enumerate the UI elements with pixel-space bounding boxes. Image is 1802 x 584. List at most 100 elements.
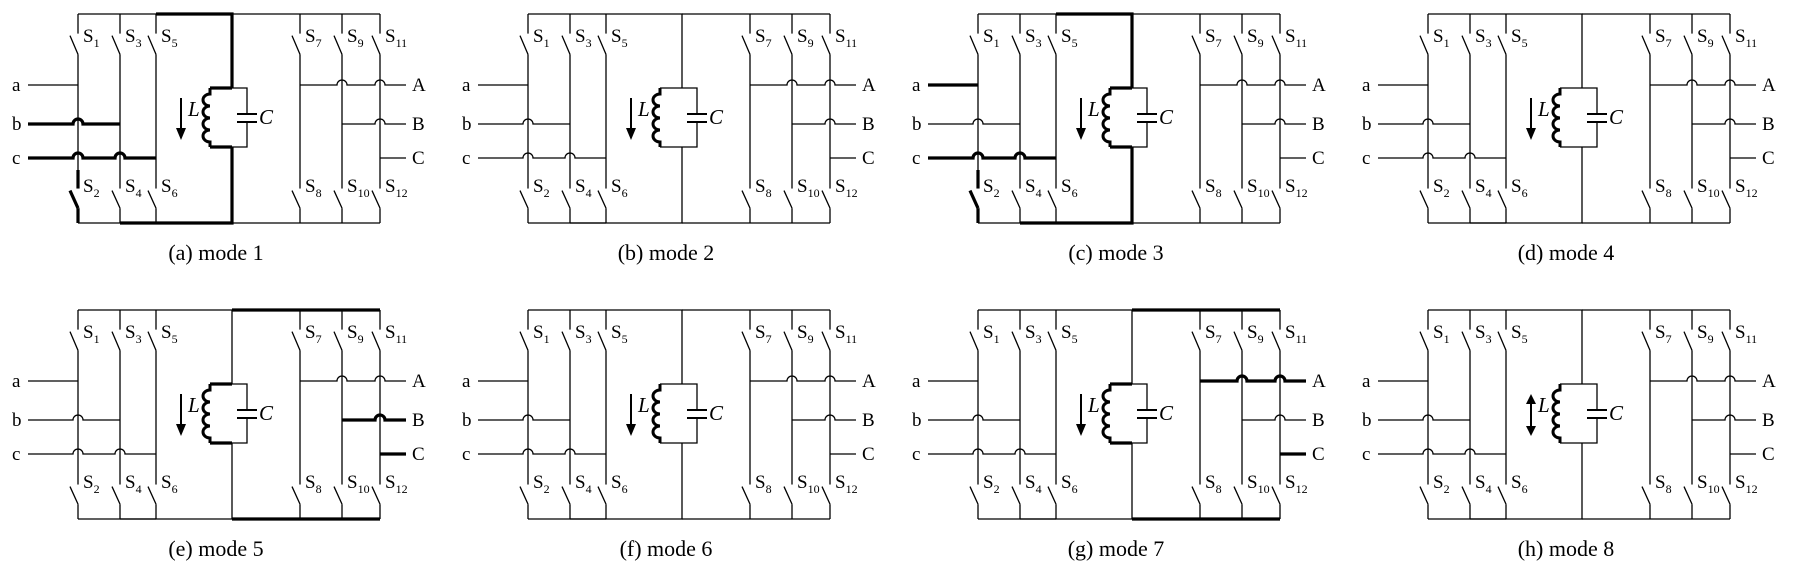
switch-label-s6: S6 <box>1061 176 1078 200</box>
inductor <box>1101 88 1112 147</box>
input-label-a: a <box>1362 371 1371 392</box>
switch-s12 <box>1271 486 1281 505</box>
switch-s5 <box>597 331 607 351</box>
switch-s4 <box>1461 190 1471 209</box>
output-label-B: B <box>862 410 875 431</box>
input-label-a: a <box>12 75 21 96</box>
switch-label-s5: S5 <box>1511 322 1528 346</box>
input-line-c <box>1378 448 1506 455</box>
output-line-B <box>792 118 856 125</box>
switch-label-s1: S1 <box>983 26 1000 50</box>
input-label-c: c <box>12 148 20 169</box>
switch-s2 <box>969 486 979 505</box>
switch-label-s3: S3 <box>125 322 142 346</box>
output-label-B: B <box>1312 114 1325 135</box>
switch-s12 <box>821 486 831 505</box>
input-line-b <box>928 118 1020 125</box>
output-label-A: A <box>1762 371 1776 392</box>
inductor-label: L <box>1087 97 1100 121</box>
capacitor-label: C <box>1159 105 1174 129</box>
capacitor-label: C <box>709 105 724 129</box>
input-label-a: a <box>912 75 921 96</box>
inductor <box>651 384 662 443</box>
input-label-b: b <box>912 410 922 431</box>
switch-label-s2: S2 <box>83 176 100 200</box>
inductor-label: L <box>1537 393 1550 417</box>
inductor <box>1101 384 1112 443</box>
switch-s1 <box>969 35 979 55</box>
switch-s12 <box>1271 190 1281 209</box>
switch-s5 <box>1497 331 1507 351</box>
switch-label-s10: S10 <box>347 176 370 200</box>
output-line-A <box>300 375 406 382</box>
switch-label-s9: S9 <box>1247 322 1264 346</box>
switch-s3 <box>561 35 571 55</box>
switch-s12 <box>371 190 381 209</box>
switch-s3 <box>111 35 121 55</box>
switch-s5 <box>147 331 157 351</box>
output-label-A: A <box>412 371 426 392</box>
switch-s8 <box>1641 190 1651 209</box>
output-label-B: B <box>412 410 425 431</box>
switch-s10 <box>333 190 343 209</box>
switch-label-s10: S10 <box>1247 176 1270 200</box>
output-label-C: C <box>412 148 425 169</box>
input-line-c <box>928 448 1056 455</box>
switch-s8 <box>741 190 751 209</box>
switch-s10 <box>1683 486 1693 505</box>
switch-label-s3: S3 <box>575 26 592 50</box>
output-label-A: A <box>1312 371 1326 392</box>
switch-label-s6: S6 <box>1511 472 1528 496</box>
switch-s7 <box>741 35 751 55</box>
switch-label-s12: S12 <box>1285 472 1308 496</box>
output-label-C: C <box>862 148 875 169</box>
switch-label-s3: S3 <box>1025 322 1042 346</box>
input-line-b <box>28 414 120 421</box>
current-arrow <box>626 128 636 140</box>
switch-label-s7: S7 <box>1205 26 1222 50</box>
switch-s7 <box>741 331 751 351</box>
switch-s9 <box>1233 35 1243 55</box>
switch-s5 <box>597 35 607 55</box>
switch-s4 <box>1461 486 1471 505</box>
switch-s8 <box>291 486 301 505</box>
switch-s7 <box>291 35 301 55</box>
output-line-B <box>1242 118 1306 125</box>
switch-s7 <box>1191 331 1201 351</box>
capacitor-label: C <box>709 401 724 425</box>
capacitor-label: C <box>1609 105 1624 129</box>
switch-s10 <box>1683 190 1693 209</box>
switch-s1 <box>519 35 529 55</box>
switch-label-s11: S11 <box>1735 26 1757 50</box>
panel-caption: (h) mode 8 <box>1518 536 1615 561</box>
switch-label-s8: S8 <box>305 176 322 200</box>
switch-s9 <box>1683 35 1693 55</box>
switch-label-s1: S1 <box>83 26 100 50</box>
output-line-A <box>1650 79 1756 86</box>
switch-label-s1: S1 <box>1433 322 1450 346</box>
switch-s4 <box>561 486 571 505</box>
switch-s6 <box>1047 486 1057 505</box>
capacitor-label: C <box>259 105 274 129</box>
switch-label-s6: S6 <box>161 472 178 496</box>
switch-label-s3: S3 <box>1475 322 1492 346</box>
output-label-C: C <box>1762 148 1775 169</box>
switch-s3 <box>1461 331 1471 351</box>
switch-label-s9: S9 <box>797 322 814 346</box>
switch-label-s3: S3 <box>125 26 142 50</box>
switch-label-s8: S8 <box>305 472 322 496</box>
panel-caption: (a) mode 1 <box>168 240 263 265</box>
switch-s2 <box>69 486 79 505</box>
switch-label-s7: S7 <box>755 322 772 346</box>
switch-label-s9: S9 <box>1697 26 1714 50</box>
panel-caption: (f) mode 6 <box>620 536 713 561</box>
input-line-b <box>478 414 570 421</box>
switch-s6 <box>597 486 607 505</box>
switch-label-s8: S8 <box>1655 176 1672 200</box>
output-label-B: B <box>1762 410 1775 431</box>
current-arrow <box>1526 128 1536 140</box>
